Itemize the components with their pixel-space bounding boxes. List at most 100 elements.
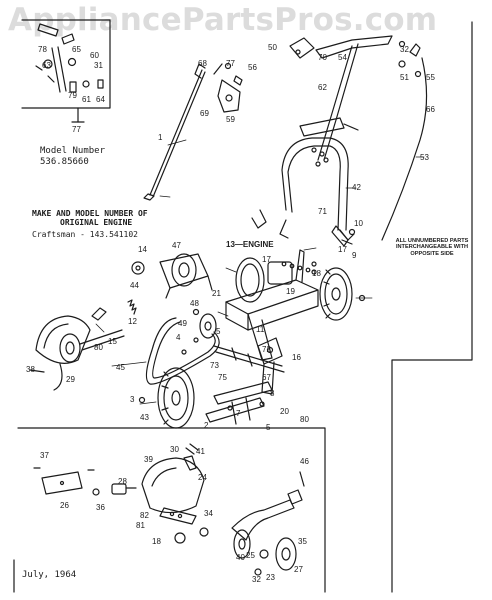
part-callout-4: 4 [176,333,181,342]
part-callout-21: 21 [212,289,221,298]
frame-inset-box [17,427,326,593]
part-callout-39: 39 [144,455,153,464]
part-callout-80: 80 [94,343,103,352]
lower-handle-42 [279,137,355,241]
part-callout-44: 44 [130,281,139,290]
throttle-cable-53 [251,43,428,241]
part-callout-37: 37 [40,451,49,460]
part-callout-69: 69 [200,109,209,118]
drive-belt-45 [145,317,220,385]
part-callout-68: 68 [198,59,207,68]
part-callout-60: 60 [90,51,99,60]
part-callout-17: 17 [262,255,271,264]
pulley-14 [131,261,145,275]
part-callout-26: 26 [60,501,69,510]
part-callout-14: 14 [138,245,147,254]
part-callout-42: 42 [352,183,361,192]
part-callouts: 1234578910111214151617181920212324252627… [26,43,435,584]
part-callout-50: 50 [268,43,277,52]
part-callout-7: 7 [236,409,241,418]
revision-date: July, 1964 [22,570,77,580]
part-callout-15: 15 [108,337,117,346]
part-callout-12: 12 [128,317,137,326]
pulley-5 [199,313,217,339]
part-callout-34: 34 [204,509,213,518]
part-callout-11: 11 [256,325,265,334]
part-callout-81: 81 [136,521,145,530]
part-callout-35: 35 [298,537,307,546]
wheel-43-front [157,367,195,429]
part-callout-64: 64 [96,95,105,104]
engine-callout-13: 13—ENGINE [226,240,274,249]
wheel-27-lower [254,537,297,576]
part-callout-61: 61 [82,95,91,104]
part-callout-55: 55 [426,73,435,82]
part-callout-71: 71 [318,207,327,216]
part-callout-73: 73 [210,361,219,370]
inset-77-height-adjuster [21,19,111,123]
part-callout-31: 31 [94,61,103,70]
wheel-43-right [319,267,353,321]
part-callout-10: 10 [354,219,363,228]
part-callout-17-extra: 17 [338,245,347,254]
part-callout-18: 18 [312,269,321,278]
part-callout-3: 3 [130,395,135,404]
part-callout-51: 51 [400,73,409,82]
part-callout-79: 79 [68,91,77,100]
part-callout-23: 23 [266,573,275,582]
edger-arm-34 [231,471,305,559]
part-callout-75: 75 [218,373,227,382]
part-callout-45: 45 [116,363,125,372]
part-callout-48: 48 [190,299,199,308]
handle-rod-1 [143,63,206,201]
wheel-rear-left [235,257,265,303]
part-callout-28: 28 [118,477,127,486]
frame-right-border [391,21,473,593]
part-callout-43: 43 [140,413,149,422]
part-callout-38: 38 [26,365,35,374]
interchangeable-parts-note: ALL UNNUMBERED PARTS INTERCHANGEABLE WIT… [395,238,469,257]
part-callout-72: 72 [262,345,271,354]
part-callout-2: 2 [204,421,209,430]
handle-clamp-69 [299,117,359,137]
part-callout-25: 25 [246,551,255,560]
part-callout-67: 67 [262,373,271,382]
part-callout-70: 70 [318,53,327,62]
part-callout-78: 78 [38,45,47,54]
part-callout-18-extra: 18 [152,537,161,546]
part-callout-5-extra: 5 [266,423,271,432]
part-callout-80-extra: 80 [300,415,309,424]
drive-pulley-47 [159,253,213,299]
part-callout-1: 1 [158,133,163,142]
part-callout-56: 56 [248,63,257,72]
part-callout-77-extra: 77 [72,125,81,134]
engine-heading-line1: MAKE AND MODEL NUMBER OF [32,209,148,218]
part-callout-77: 77 [226,59,235,68]
part-callout-24: 24 [198,473,207,482]
engine-heading-line2: ORIGINAL ENGINE [60,218,133,227]
part-callout-30: 30 [170,445,179,454]
part-callout-19: 19 [286,287,295,296]
part-callout-62: 62 [318,83,327,92]
part-callout-65: 65 [72,45,81,54]
part-callout-40: 40 [236,553,245,562]
part-callout-16: 16 [292,353,301,362]
upper-handle-62 [289,35,393,161]
part-callout-53: 53 [420,153,429,162]
part-callout-27: 27 [294,565,303,574]
part-callout-82: 82 [140,511,149,520]
part-callout-54: 54 [338,53,347,62]
part-callout-5: 5 [216,327,221,336]
part-callout-63: 63 [42,61,51,70]
handle-bracket-59 [213,63,243,113]
part-callout-9: 9 [352,251,357,260]
spring-12 [127,299,137,315]
part-callout-32: 32 [400,45,409,54]
deck-plate-11 [225,249,319,361]
part-callout-29: 29 [66,375,75,384]
part-callout-36: 36 [96,503,105,512]
shift-lever-10 [331,225,356,247]
jackshaft-73 [213,345,285,373]
